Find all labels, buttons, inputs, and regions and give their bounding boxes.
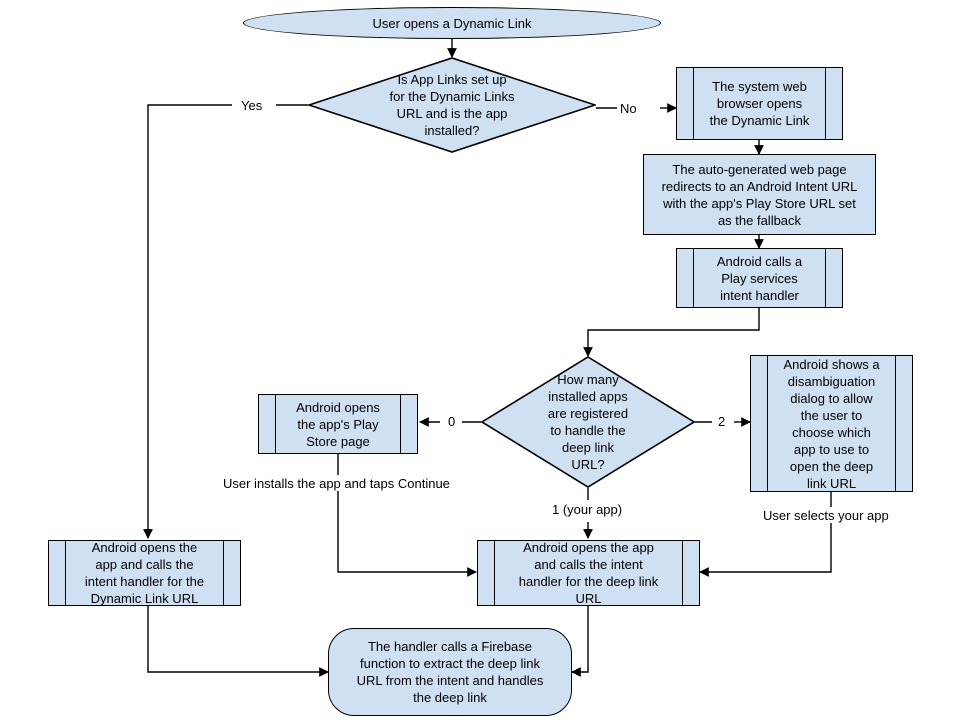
node-handler-firebase[interactable]: The handler calls a Firebase function to… [328,628,572,716]
node-autogen-page[interactable]: The auto-generated web page redirects to… [643,154,876,235]
predefined-process-left-bar-icon [693,249,694,307]
node-play-store-page[interactable]: Android opens the app's Play Store page [258,394,418,454]
edge-playservices-to-decision2 [583,308,760,357]
edge-playstore-down-right [337,491,477,577]
predefined-process-left-bar-icon [767,356,768,491]
node-start-label: User opens a Dynamic Link [372,15,532,31]
edge-dynamiclink-to-handler [147,606,329,677]
edge-label-yes: Yes [238,98,266,113]
node-decision-howmany[interactable]: How many installed apps are registered t… [481,356,695,488]
predefined-process-right-bar-icon [895,356,896,491]
edge-disambiguation-down-left [699,523,832,577]
node-handler-firebase-label: The handler calls a Firebase function to… [356,639,544,705]
predefined-process-left-bar-icon [65,541,66,605]
edge-label-user-installs: User installs the app and taps Continue [220,476,453,491]
node-open-deep-link-label: Android opens the app and calls the inte… [518,540,659,606]
node-decision-howmany-label: How many installed apps are registered t… [547,372,629,472]
predefined-process-right-bar-icon [223,541,224,605]
node-open-deep-link[interactable]: Android opens the app and calls the inte… [477,540,700,606]
node-autogen-page-label: The auto-generated web page redirects to… [661,161,858,228]
edge-label-user-selects: User selects your app [760,508,892,523]
node-disambiguation[interactable]: Android shows a disambiguation dialog to… [750,355,913,492]
predefined-process-left-bar-icon [494,541,495,605]
predefined-process-left-bar-icon [693,68,694,139]
edge-label-zero: 0 [445,414,459,429]
node-open-dynamic-link-label: Android opens the app and calls the inte… [84,540,205,606]
edge-deeplink-to-handler [571,606,589,677]
diamond-shape-icon [308,57,596,153]
predefined-process-right-bar-icon [825,249,826,307]
predefined-process-left-bar-icon [275,395,276,453]
predefined-process-right-bar-icon [825,68,826,139]
predefined-process-right-bar-icon [400,395,401,453]
node-start[interactable]: User opens a Dynamic Link [243,7,661,39]
predefined-process-right-bar-icon [682,541,683,605]
edge-yes-down [143,104,232,539]
edge-label-no: No [617,101,640,116]
node-decision-applinks-label: Is App Links set up for the Dynamic Link… [389,72,515,138]
node-play-store-page-label: Android opens the app's Play Store page [296,399,380,449]
node-disambiguation-label: Android shows a disambiguation dialog to… [783,356,880,491]
edge-label-one-your-app: 1 (your app) [549,502,626,517]
node-play-services[interactable]: Android calls a Play services intent han… [676,248,843,308]
node-play-services-label: Android calls a Play services intent han… [716,253,803,303]
node-open-dynamic-link[interactable]: Android opens the app and calls the inte… [48,540,241,606]
node-system-browser[interactable]: The system web browser opens the Dynamic… [676,67,843,140]
node-decision-applinks[interactable]: Is App Links set up for the Dynamic Link… [308,57,596,153]
node-system-browser-label: The system web browser opens the Dynamic… [709,79,810,128]
diamond-shape-icon [481,356,695,488]
edge-label-two: 2 [715,414,729,429]
